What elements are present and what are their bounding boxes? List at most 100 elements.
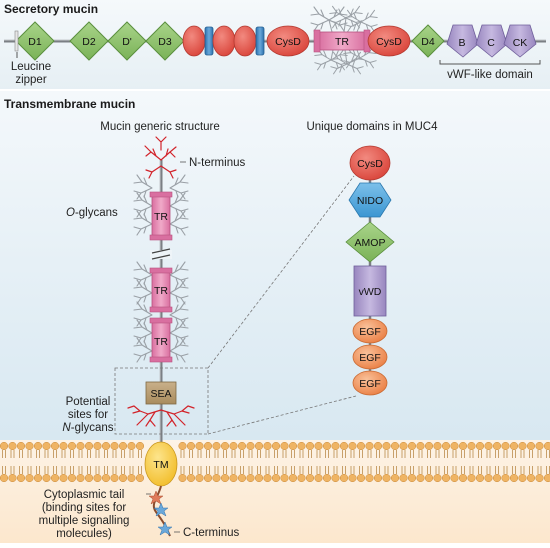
lipid-head (76, 473, 85, 483)
muc4-cysd-domain: CysD (349, 145, 391, 181)
dprime-label: D' (122, 36, 132, 48)
tr-2-label: TR (154, 285, 168, 297)
d1-label: D1 (28, 36, 42, 48)
c-label: C (487, 37, 495, 49)
tr-domain-2: TR (149, 267, 173, 313)
lipid-head (280, 441, 289, 451)
cytoplasmic-tail-label-1: Cytoplasmic tail (44, 489, 125, 501)
lipid-head (212, 473, 221, 483)
lipid-head (263, 441, 272, 451)
lipid-head (458, 473, 468, 483)
lipid-head (348, 441, 357, 451)
red-oval-1 (182, 25, 206, 57)
lipid-head (229, 473, 238, 483)
sea-domain: SEA (145, 381, 177, 405)
lipid-head (416, 473, 425, 483)
egf-2-label: EGF (359, 352, 381, 364)
egf-domain-2: EGF (352, 344, 388, 370)
lipid-head (509, 441, 519, 451)
secretory-mucin-chain: D1 D2 D' D3 CysD (4, 5, 546, 75)
lipid-head (271, 473, 281, 483)
d2-domain: D2 (69, 21, 109, 61)
lipid-head (59, 441, 68, 451)
lipid-head (526, 473, 536, 483)
lipid-head (101, 441, 111, 451)
leucine-zipper-label-1: Leucine (11, 61, 51, 73)
lipid-head (195, 473, 204, 483)
lipid-head (365, 441, 374, 451)
d3-label: D3 (158, 36, 172, 48)
lipid-head (441, 441, 451, 451)
lipid-head (297, 473, 306, 483)
lipid-head (484, 473, 493, 483)
muc4-cysd-label: CysD (357, 158, 383, 170)
nido-label: NIDO (357, 195, 383, 207)
lipid-head (110, 473, 119, 483)
lipid-head (475, 473, 485, 483)
vwd-domain: vWD (353, 265, 387, 317)
zoom-line-bottom (207, 395, 357, 435)
lipid-head (16, 441, 26, 451)
lipid-head (84, 441, 94, 451)
secretory-o-glycans (310, 5, 378, 75)
lipid-head (110, 441, 119, 451)
mucin-generic-structure: N-terminus O-glycans TR (62, 136, 245, 468)
egf-1-label: EGF (359, 326, 381, 338)
lipid-head (390, 441, 400, 451)
red-oval-2 (212, 25, 236, 57)
transmembrane-background (0, 90, 550, 440)
lipid-head (195, 441, 204, 451)
lipid-head (220, 441, 230, 451)
blue-band-1 (204, 26, 214, 56)
lipid-head (118, 473, 128, 483)
cys-rich-segments (182, 25, 265, 57)
lipid-head (135, 473, 145, 483)
zoom-line-top (207, 175, 355, 369)
cysd-domain-2: CysD (367, 25, 411, 57)
ck-label: CK (513, 37, 528, 49)
lipid-head (288, 473, 298, 483)
lipid-head (314, 473, 323, 483)
tm-label: TM (153, 459, 168, 471)
d1-domain: D1 (14, 21, 55, 61)
lipid-head (543, 473, 550, 483)
lipid-head (178, 441, 187, 451)
tr-domain-1: TR (149, 191, 173, 241)
vwd-label: vWD (359, 286, 382, 298)
lipid-head (543, 441, 550, 451)
lipid-head (365, 473, 374, 483)
lipid-head (50, 473, 60, 483)
blue-band-2 (255, 26, 265, 56)
lipid-head (93, 441, 102, 451)
lipid-head (492, 441, 502, 451)
lipid-head (186, 441, 196, 451)
lipid-head (84, 473, 94, 483)
lipid-head (93, 473, 102, 483)
potential-sites-label-2: sites for (68, 409, 108, 421)
lipid-head (33, 441, 43, 451)
lipid-head (33, 473, 43, 483)
lipid-head (424, 473, 434, 483)
lipid-head (373, 441, 383, 451)
red-oval-3 (233, 25, 257, 57)
tr-3-label: TR (154, 336, 168, 348)
lipid-head (331, 441, 340, 451)
lipid-head (535, 441, 544, 451)
lipid-head (212, 441, 221, 451)
leucine-zipper-label-2: zipper (15, 74, 46, 86)
cysd-1-label: CysD (275, 36, 301, 48)
lipid-head (509, 473, 519, 483)
lipid-head (373, 473, 383, 483)
egf-domain-1: EGF (352, 318, 388, 344)
lipid-head (526, 441, 536, 451)
lipid-head (322, 441, 332, 451)
lipid-head (271, 441, 281, 451)
lipid-head (186, 473, 196, 483)
signalling-star-2 (153, 502, 169, 517)
cytoplasmic-tail-label-2: (binding sites for (42, 502, 127, 514)
lipid-head (305, 473, 315, 483)
lipid-head (76, 441, 85, 451)
c-terminus-label: C-terminus (183, 527, 239, 539)
cytoplasmic-tail-label-3: multiple signalling (39, 515, 130, 527)
lipid-head (441, 473, 451, 483)
